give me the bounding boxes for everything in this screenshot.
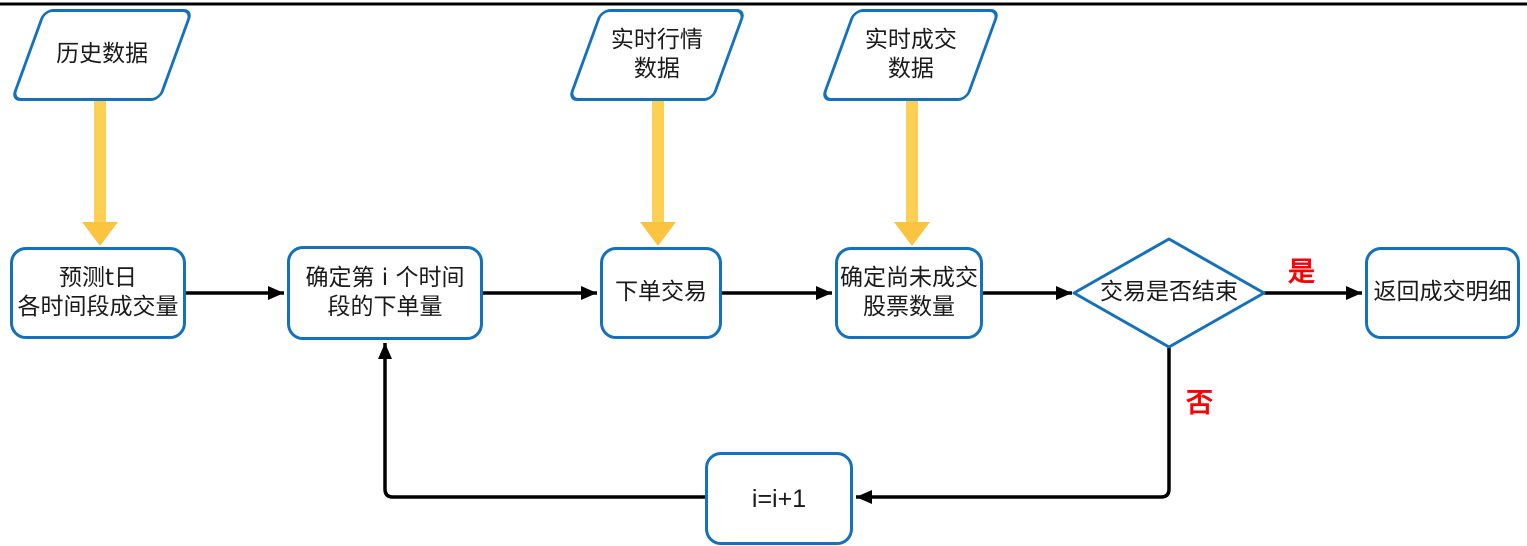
yellow-arrow-trades bbox=[894, 100, 930, 246]
connector-increment-to-determine bbox=[378, 343, 705, 499]
decision-diamond-shape bbox=[1072, 237, 1266, 349]
connector-decision-to-increment bbox=[856, 347, 1171, 504]
yellow-arrow-market bbox=[640, 100, 676, 246]
yellow-arrow-history bbox=[82, 100, 118, 246]
